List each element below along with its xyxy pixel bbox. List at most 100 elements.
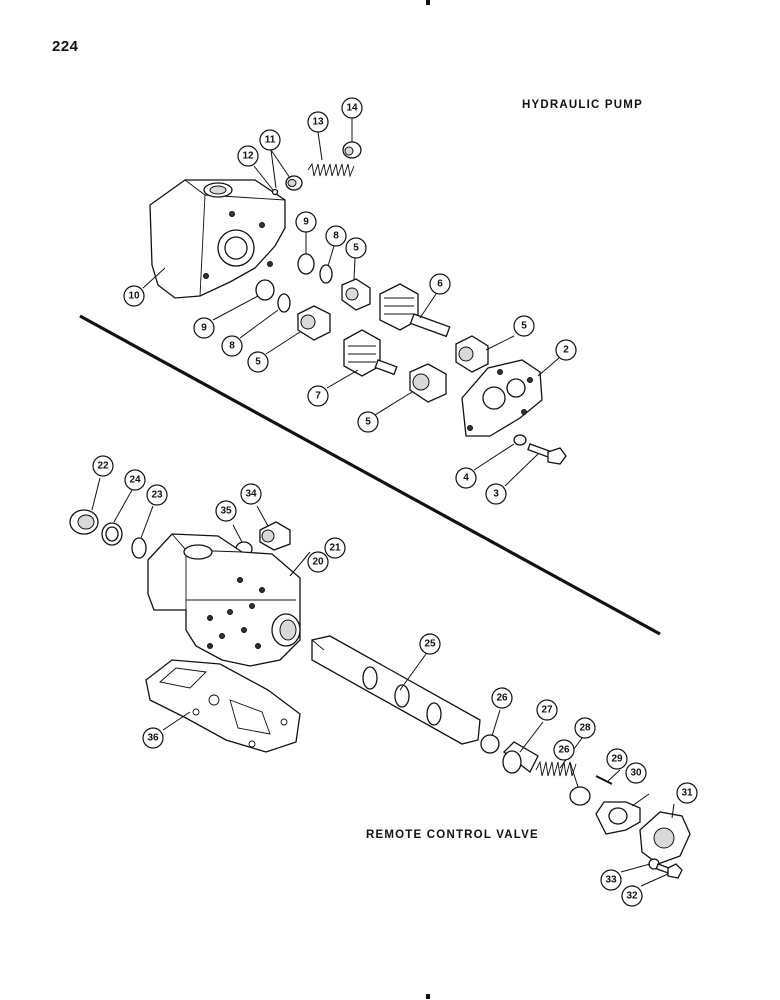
callout-13: 13 bbox=[307, 111, 329, 133]
centering-spring-part bbox=[535, 760, 577, 777]
o-ring-part bbox=[131, 537, 147, 559]
svg-text:13: 13 bbox=[312, 117, 324, 128]
seal-ring-part bbox=[297, 253, 315, 275]
bushing-part bbox=[455, 335, 489, 373]
callout-30: 30 bbox=[625, 762, 647, 784]
svg-text:25: 25 bbox=[424, 639, 436, 650]
callout-6: 6 bbox=[429, 273, 451, 295]
valve-body-part bbox=[147, 533, 301, 667]
svg-text:5: 5 bbox=[353, 243, 359, 254]
callout-22: 22 bbox=[92, 455, 114, 477]
spring-retainer-washer-part bbox=[569, 786, 591, 806]
backup-ring-inner bbox=[105, 526, 119, 542]
spring-sleeve-part bbox=[502, 741, 539, 774]
svg-text:14: 14 bbox=[346, 103, 358, 114]
svg-text:3: 3 bbox=[493, 489, 499, 500]
remote-control-valve-title: REMOTE CONTROL VALVE bbox=[366, 829, 539, 841]
callout-20: 20 bbox=[307, 551, 329, 573]
cap-screw-part bbox=[527, 443, 567, 465]
svg-text:20: 20 bbox=[312, 557, 324, 568]
leader-lines bbox=[91, 118, 675, 887]
pump-cover-plate-part bbox=[461, 359, 543, 437]
svg-text:2: 2 bbox=[563, 345, 569, 356]
callout-5: 5 bbox=[513, 315, 535, 337]
registration-mark-bottom bbox=[426, 994, 430, 999]
svg-text:5: 5 bbox=[521, 321, 527, 332]
svg-text:5: 5 bbox=[365, 417, 371, 428]
callout-34: 34 bbox=[240, 483, 262, 505]
o-ring-part bbox=[277, 293, 291, 313]
relief-spring-part bbox=[307, 162, 355, 178]
svg-text:9: 9 bbox=[303, 217, 309, 228]
cap-gasket-part bbox=[595, 801, 641, 835]
seal-ring-part bbox=[255, 279, 275, 301]
svg-text:32: 32 bbox=[626, 891, 638, 902]
plug-fitting-part bbox=[259, 521, 291, 551]
callout-5: 5 bbox=[247, 351, 269, 373]
pump-housing-part bbox=[149, 179, 286, 299]
callout-9: 9 bbox=[295, 211, 317, 233]
callout-27: 27 bbox=[536, 699, 558, 721]
callout-4: 4 bbox=[455, 467, 477, 489]
callout-32: 32 bbox=[621, 885, 643, 907]
callout-36: 36 bbox=[142, 727, 164, 749]
callout-2: 2 bbox=[555, 339, 577, 361]
check-ball-part bbox=[271, 188, 279, 196]
stop-pin-part bbox=[595, 775, 613, 785]
svg-text:36: 36 bbox=[147, 733, 159, 744]
svg-text:9: 9 bbox=[201, 323, 207, 334]
lock-washer-part bbox=[513, 434, 527, 446]
o-ring-part bbox=[319, 264, 333, 284]
callout-8: 8 bbox=[221, 335, 243, 357]
svg-text:22: 22 bbox=[97, 461, 109, 472]
callout-12: 12 bbox=[237, 145, 259, 167]
cap-screw-part bbox=[655, 863, 683, 879]
bushing-part bbox=[297, 305, 331, 341]
callout-8: 8 bbox=[325, 225, 347, 247]
registration-mark-top bbox=[426, 0, 430, 5]
svg-text:5: 5 bbox=[255, 357, 261, 368]
svg-text:26: 26 bbox=[558, 745, 570, 756]
svg-text:8: 8 bbox=[333, 231, 339, 242]
end-cap-part bbox=[639, 811, 691, 865]
svg-text:8: 8 bbox=[229, 341, 235, 352]
callout-26: 26 bbox=[553, 739, 575, 761]
valve-gasket-part bbox=[145, 659, 301, 753]
svg-text:30: 30 bbox=[630, 768, 642, 779]
callout-35: 35 bbox=[215, 500, 237, 522]
callout-3: 3 bbox=[485, 483, 507, 505]
oil-seal-part bbox=[69, 509, 99, 535]
bushing-part bbox=[341, 278, 371, 311]
callout-10: 10 bbox=[123, 285, 145, 307]
callout-11: 11 bbox=[259, 129, 281, 151]
driven-gear-part bbox=[343, 329, 398, 377]
svg-text:33: 33 bbox=[605, 875, 617, 886]
svg-text:6: 6 bbox=[437, 279, 443, 290]
svg-text:26: 26 bbox=[496, 693, 508, 704]
svg-text:35: 35 bbox=[220, 506, 232, 517]
drive-gear-part bbox=[379, 283, 451, 338]
bushing-part bbox=[409, 363, 447, 403]
svg-text:11: 11 bbox=[265, 135, 276, 146]
callout-28: 28 bbox=[574, 717, 596, 739]
svg-text:23: 23 bbox=[151, 490, 163, 501]
svg-text:4: 4 bbox=[463, 473, 469, 484]
callout-31: 31 bbox=[676, 782, 698, 804]
svg-text:7: 7 bbox=[315, 391, 321, 402]
svg-text:10: 10 bbox=[128, 291, 140, 302]
svg-text:24: 24 bbox=[129, 475, 141, 486]
callout-29: 29 bbox=[606, 748, 628, 770]
callout-25: 25 bbox=[419, 633, 441, 655]
section-divider-line bbox=[79, 314, 661, 636]
svg-text:29: 29 bbox=[611, 754, 623, 765]
callout-24: 24 bbox=[124, 469, 146, 491]
callout-21: 21 bbox=[324, 537, 346, 559]
svg-text:27: 27 bbox=[541, 705, 553, 716]
callout-5: 5 bbox=[357, 411, 379, 433]
spring-seat-washer-part bbox=[480, 734, 500, 754]
valve-seat-part bbox=[285, 175, 303, 191]
svg-text:31: 31 bbox=[681, 788, 693, 799]
hydraulic-pump-title: HYDRAULIC PUMP bbox=[522, 99, 643, 111]
callout-7: 7 bbox=[307, 385, 329, 407]
